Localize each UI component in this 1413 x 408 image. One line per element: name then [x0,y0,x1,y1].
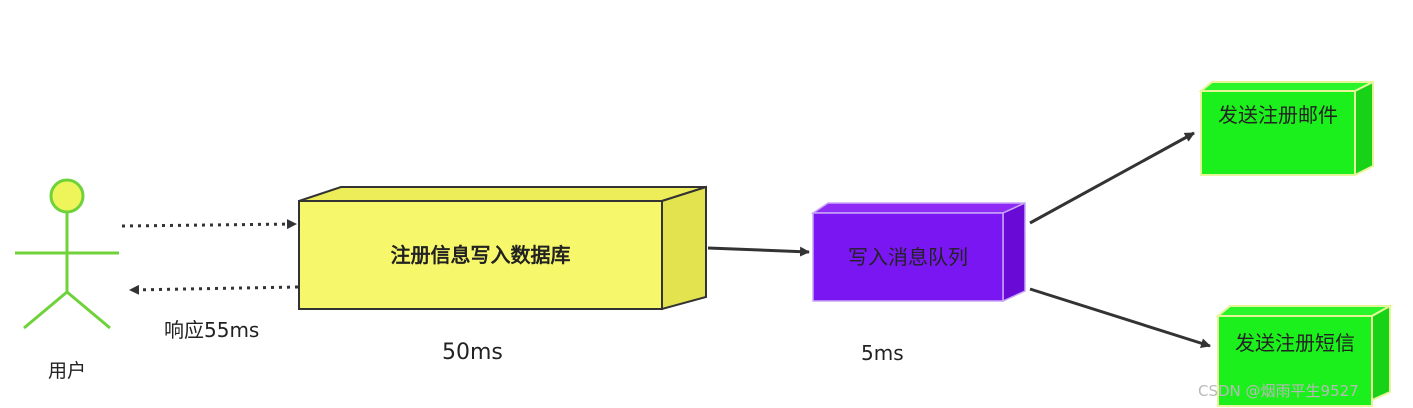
watermark: CSDN @烟雨平生9527 [1198,382,1359,400]
db-cube [298,185,707,311]
user-label: 用户 [48,360,87,382]
sms-cube [1215,304,1394,407]
mq-time-label: 5ms [861,341,904,365]
mq-to-email-arrow [1029,131,1195,225]
mq-to-sms-arrow [1029,287,1211,349]
db-to-mq-arrow [707,246,810,257]
db-node-label: 注册信息写入数据库 [390,242,571,267]
mq-node-label: 写入消息队列 [848,244,968,269]
db-time-label: 50ms [442,340,503,365]
email-cube [1198,80,1374,177]
response-time-label: 响应55ms [164,318,260,342]
mq-cube [810,201,1026,303]
user-actor-icon [15,178,119,330]
request-arrow [121,219,297,230]
email-node-label: 发送注册邮件 [1218,103,1338,127]
sms-node-label: 发送注册短信 [1235,331,1355,355]
response-arrow [129,284,299,295]
